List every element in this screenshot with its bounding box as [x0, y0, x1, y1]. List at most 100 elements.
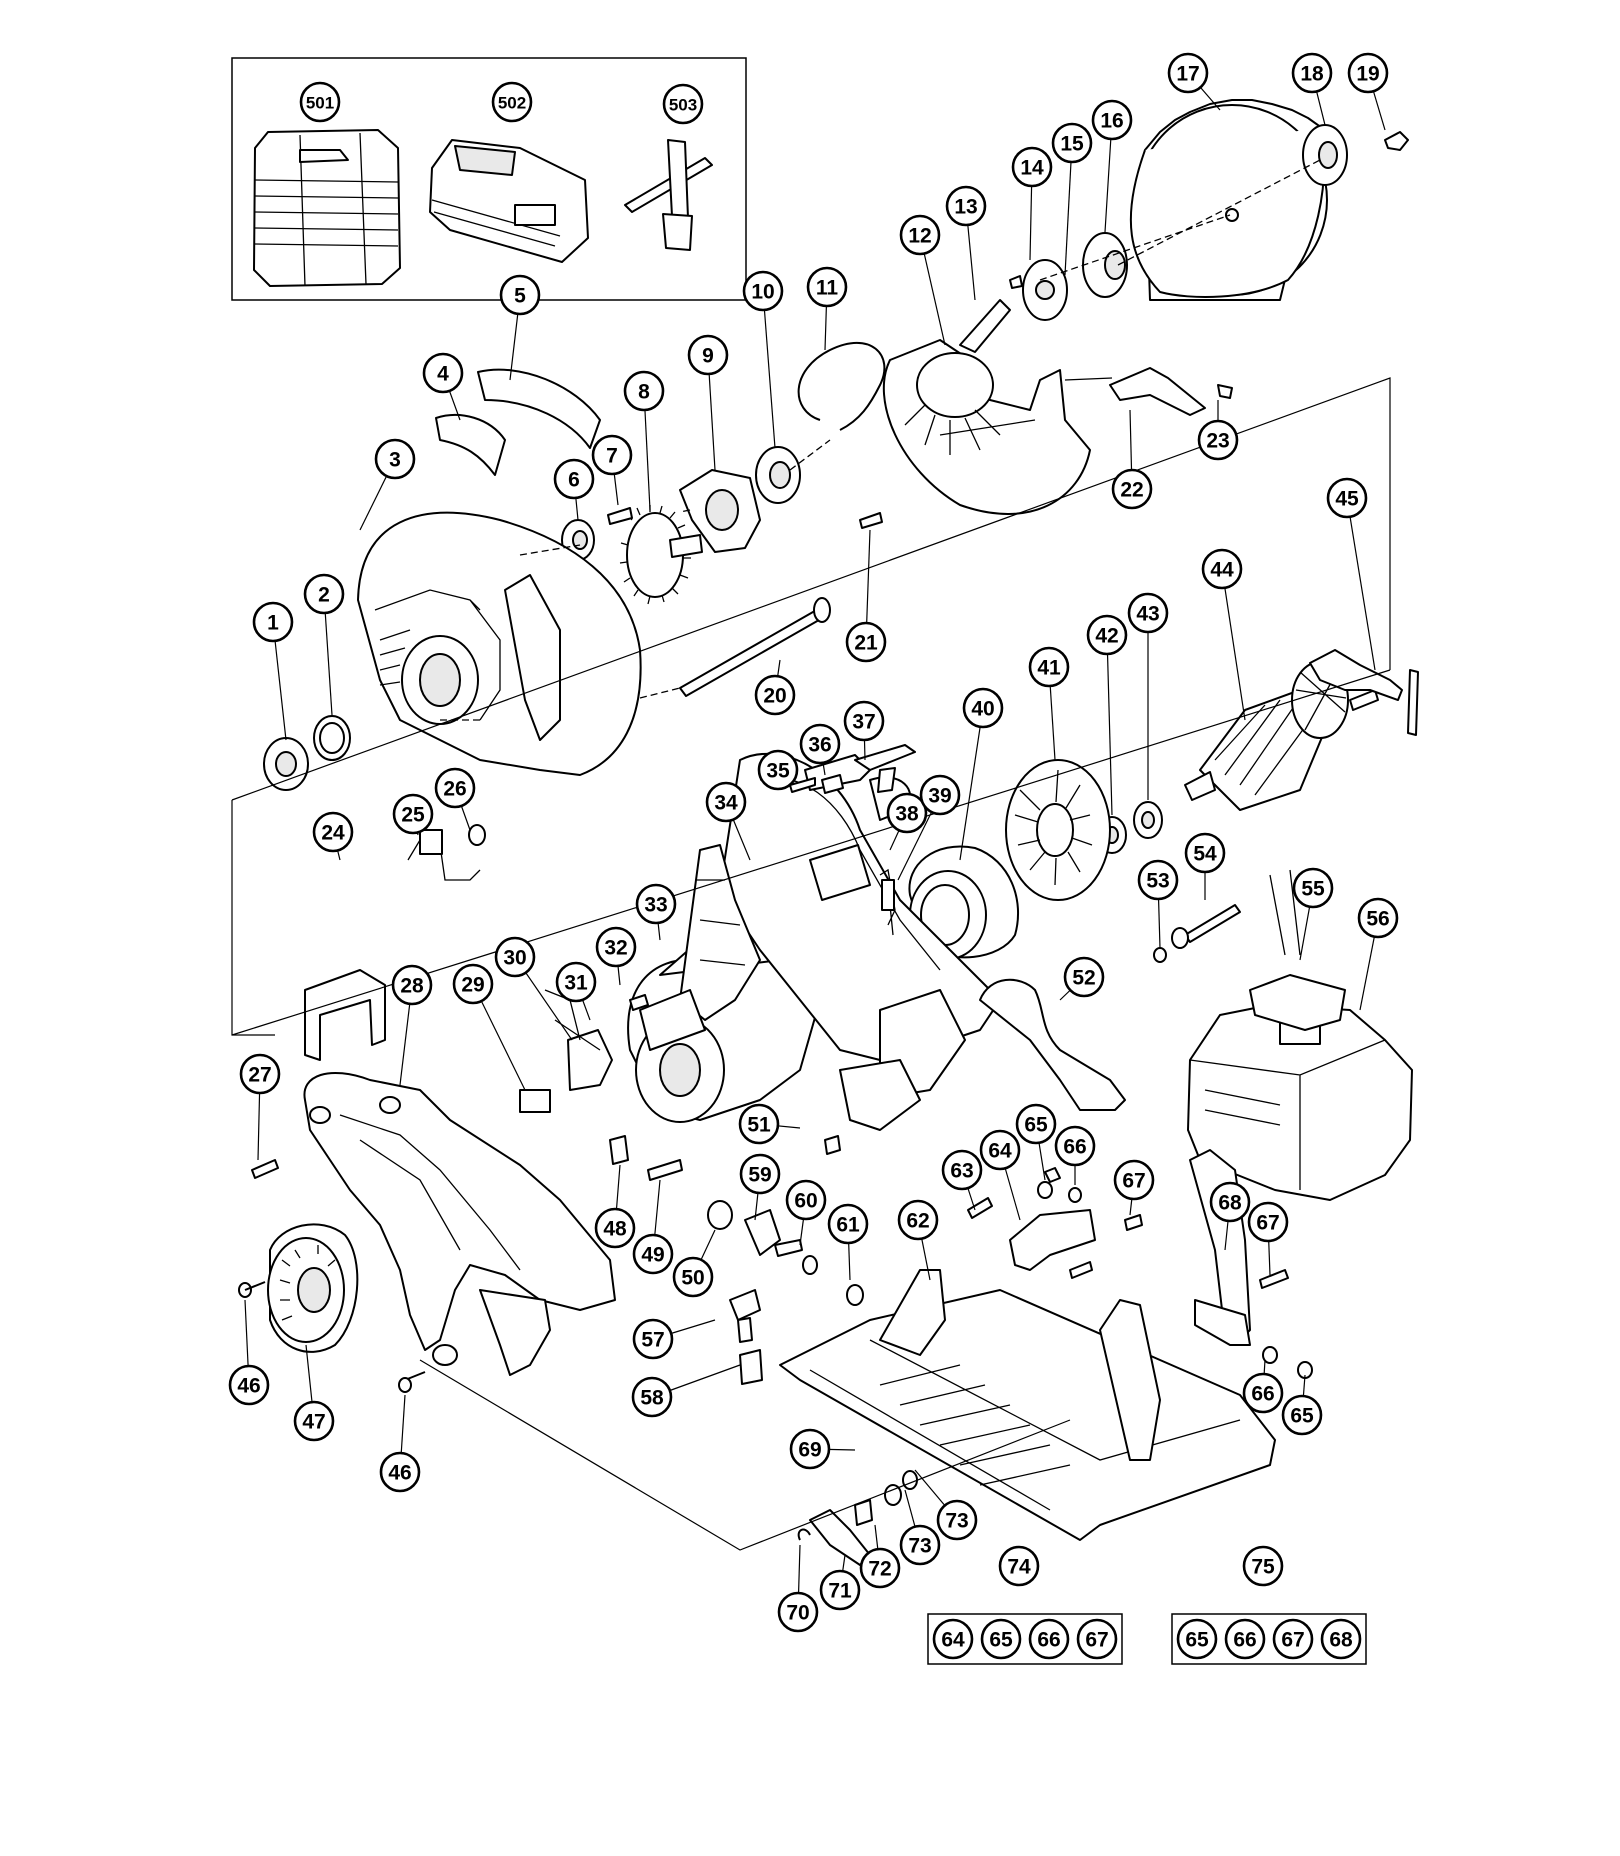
callout-circle	[1167, 52, 1209, 94]
callout-circle	[1201, 548, 1243, 590]
callout-73: 73	[914, 1469, 978, 1541]
callout-circle	[632, 1233, 674, 1275]
callout-circle	[819, 1569, 861, 1611]
callout-number: 72	[868, 1558, 891, 1581]
callout-6: 6	[553, 458, 595, 521]
callout-33: 33	[635, 883, 677, 941]
callout-44: 44	[1201, 548, 1246, 721]
k74-item-67: 67	[1076, 1618, 1118, 1660]
callout-3: 3	[359, 438, 416, 531]
callout-circle	[998, 1545, 1040, 1587]
terminal-drawing	[639, 989, 706, 1051]
callout-circle	[1184, 832, 1226, 874]
callout-50: 50	[672, 1229, 716, 1298]
small-parts-drawing	[238, 994, 1313, 1393]
callout-501: 501	[299, 81, 341, 123]
callout-circle	[591, 434, 633, 476]
callout-circle	[422, 352, 464, 394]
knob-drawing	[729, 1209, 803, 1385]
lock-button-drawing	[789, 774, 844, 794]
callout-number: 9	[702, 345, 714, 368]
kit-item-circle	[980, 1618, 1022, 1660]
callout-52: 52	[1059, 956, 1105, 1001]
callout-71: 71	[819, 1554, 861, 1611]
callout-circle	[1091, 99, 1133, 141]
accessory-box	[231, 57, 747, 301]
callout-22: 22	[1111, 409, 1153, 510]
callout-circle	[738, 1103, 780, 1145]
callout-circle	[434, 767, 476, 809]
callout-73: 73	[899, 1489, 941, 1566]
callout-circle	[919, 774, 961, 816]
callout-circle	[789, 1428, 831, 1470]
callout-circle	[945, 185, 987, 227]
callout-number: 68	[1218, 1192, 1242, 1215]
callout-number: 17	[1176, 63, 1199, 86]
callout-30: 30	[494, 936, 573, 1041]
kit-item-number: 67	[1085, 1629, 1108, 1652]
callout-23: 23	[1197, 400, 1239, 461]
callout-circle	[1209, 1181, 1251, 1223]
callout-circle	[635, 883, 677, 925]
callout-circle	[379, 1451, 421, 1493]
callout-number: 48	[603, 1218, 627, 1241]
callout-circle	[962, 687, 1004, 729]
callout-65: 65	[1281, 1374, 1323, 1436]
callout-number: 16	[1100, 110, 1123, 133]
handle-body-drawing	[303, 1071, 616, 1376]
fan-baffle-drawing	[1005, 759, 1111, 901]
leader-line	[1064, 142, 1073, 276]
callout-29: 29	[452, 963, 526, 1091]
brush-drawing	[519, 989, 613, 1113]
k75-item-68: 68	[1320, 1618, 1362, 1660]
callout-17: 17	[1167, 52, 1221, 111]
callout-number: 74	[1007, 1556, 1031, 1579]
callout-66: 66	[1242, 1359, 1284, 1414]
depth-guide-drawing	[1189, 1149, 1251, 1346]
callout-68: 68	[1209, 1181, 1251, 1251]
kit-item-circle	[1176, 1618, 1218, 1660]
callout-69: 69	[789, 1428, 856, 1470]
callout-circle	[785, 1179, 827, 1221]
kit-item-number: 65	[1185, 1629, 1209, 1652]
bearing-holder-drawing	[679, 469, 761, 553]
callout-58: 58	[631, 1364, 741, 1418]
callout-circle	[631, 1376, 673, 1418]
callout-number: 71	[828, 1580, 852, 1603]
callout-43: 43	[1127, 592, 1169, 800]
callout-number: 11	[816, 277, 839, 300]
callout-number: 35	[766, 760, 790, 783]
kit-75-box	[1171, 1613, 1367, 1665]
callout-circle	[1242, 1372, 1284, 1414]
callout-number: 29	[461, 974, 484, 997]
callout-number: 49	[641, 1244, 664, 1267]
screw-drawing	[607, 507, 883, 529]
callout-circle	[739, 1153, 781, 1195]
callout-57: 57	[632, 1318, 716, 1360]
callout-number: 57	[641, 1329, 664, 1352]
callout-number: 65	[1290, 1405, 1314, 1428]
kit-item-number: 66	[1037, 1629, 1060, 1652]
kit-item-circle	[1272, 1618, 1314, 1660]
callout-number: 21	[854, 632, 878, 655]
callout-circle	[845, 621, 887, 663]
bracket-drawing	[1009, 1167, 1096, 1271]
rear-handle-drawing	[979, 978, 1126, 1111]
callout-circle	[806, 266, 848, 308]
callout-70: 70	[777, 1544, 819, 1633]
battery-pack-drawing	[253, 129, 401, 287]
callout-number: 39	[928, 785, 951, 808]
callout-number: 44	[1210, 559, 1234, 582]
callout-1: 1	[252, 601, 294, 741]
callout-number: 66	[1251, 1383, 1274, 1406]
callout-54: 54	[1184, 832, 1226, 900]
callout-circle	[1063, 956, 1105, 998]
callout-circle	[553, 458, 595, 500]
callout-13: 13	[945, 185, 987, 301]
callout-number: 28	[400, 975, 424, 998]
callout-19: 19	[1347, 52, 1389, 131]
callout-21: 21	[845, 529, 887, 663]
callout-number: 22	[1120, 479, 1143, 502]
callout-number: 67	[1256, 1212, 1279, 1235]
